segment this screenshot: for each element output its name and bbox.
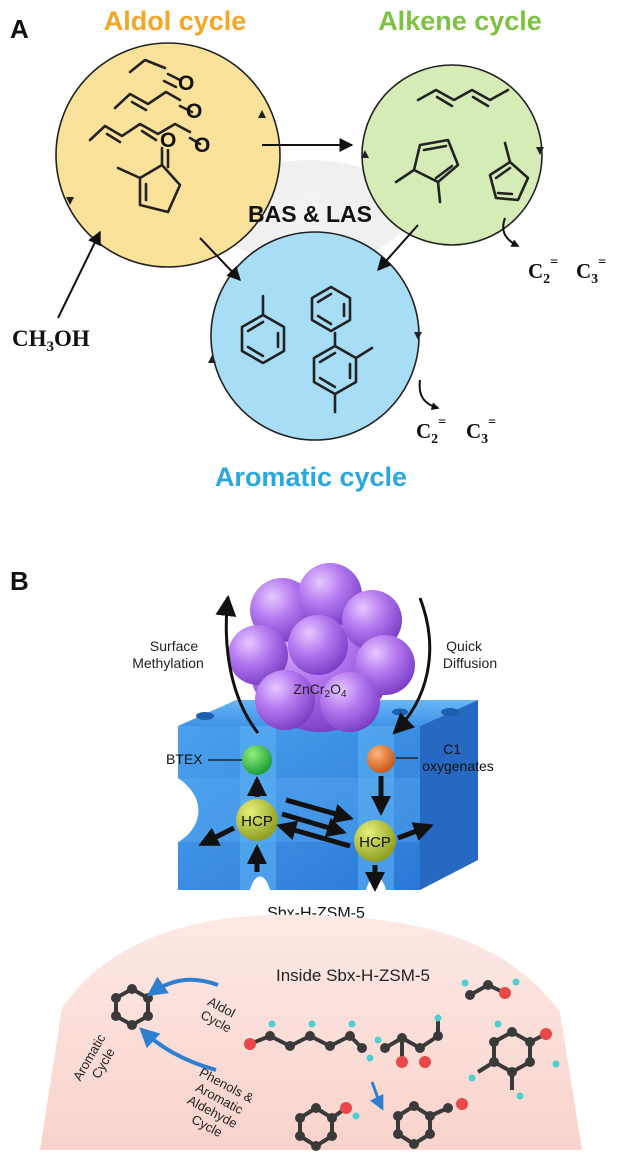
svg-text:O: O: [160, 129, 176, 152]
methanol-label: CH3OH: [12, 326, 90, 355]
hcp-label-left: HCP: [241, 813, 273, 830]
svg-text:O: O: [186, 100, 202, 123]
surface-methylation-arrow: [215, 594, 260, 734]
alkene-products: C2= C3=: [528, 255, 606, 287]
svg-text:O: O: [194, 134, 210, 157]
crotonaldehyde-molecule: O: [113, 90, 202, 123]
methanol-feed-arrow: [57, 230, 101, 319]
zncr2o4-particle: [228, 563, 415, 732]
aldol-circulation-arrow: [258, 110, 266, 118]
phenols-cycle-label: Phenols & Aromatic Aldehyde Cycle: [176, 1065, 260, 1148]
c1-oxygenates-label: C1 oxygenates: [422, 741, 494, 774]
aldol-to-aromatic-arrow: [146, 976, 219, 997]
hexadienal-molecule: O: [88, 122, 210, 157]
alkene-cycle-title: Alkene cycle: [378, 6, 542, 36]
methylcyclopentadiene-molecule: [488, 141, 530, 202]
hcp-left-to-right-arrow: [281, 811, 347, 838]
trimethylbenzene-molecule: [312, 331, 374, 414]
aldol-circulation-arrow: [66, 197, 74, 205]
btex-ball: [242, 745, 272, 775]
alkene-cycle-circle: [361, 64, 543, 246]
svg-text:C3=: C3=: [576, 255, 606, 287]
aromatic-circulation-arrow: [208, 355, 216, 363]
methylated-aromatic-molecule: [468, 1020, 560, 1100]
quick-diffusion-label: Quick Diffusion: [443, 638, 497, 671]
acetyl-molecule: [461, 978, 520, 1000]
aromatic-ring-molecule: [111, 984, 153, 1030]
phenol-molecule: [295, 1102, 360, 1151]
alkene-circulation-arrow: [536, 147, 544, 155]
benzene-molecule: [310, 285, 352, 333]
alkene-to-aromatic-arrow: [377, 224, 419, 272]
hcp-label-right: HCP: [359, 834, 391, 851]
phenols-to-aromatic-arrow: [139, 1027, 217, 1072]
zncr2o4-label: ZnCr2O4: [293, 681, 347, 700]
ketone-aldehyde-molecule: [374, 1014, 443, 1068]
svg-text:O: O: [178, 72, 194, 95]
svg-text:C3=: C3=: [466, 415, 496, 447]
btex-label: BTEX: [166, 751, 203, 767]
hexadiene-molecule: [416, 88, 510, 108]
inside-zeolite-title: Inside Sbx-H-ZSM-5: [276, 966, 430, 985]
cyclopentenone-molecule: O: [116, 129, 182, 214]
hcp-upper-exchange-arrow: [285, 797, 354, 824]
aromatic-cycle-title: Aromatic cycle: [215, 462, 407, 492]
dimethylcyclopentadiene-molecule: [394, 138, 460, 204]
aldol-cycle-title: Aldol cycle: [104, 6, 247, 36]
toluene-molecule: [240, 294, 286, 365]
benzaldehyde-molecule: [393, 1098, 468, 1149]
conversion-arrow: [369, 1081, 384, 1111]
hcp-right-outflow-arrow: [397, 822, 434, 841]
aromatic-products: C2= C3=: [416, 415, 496, 447]
aromatic-circulation-arrow: [414, 332, 422, 340]
hcp-ball-left: [236, 799, 278, 841]
c1-oxygenates-ball: [367, 745, 395, 773]
hcp-right-to-left-arrow: [276, 820, 351, 849]
dienal-chain-molecule: [244, 1020, 374, 1062]
aldol-to-aromatic-arrow: [199, 237, 241, 282]
quick-diffusion-arrow: [392, 597, 432, 735]
alkene-product-arrow: [502, 217, 520, 247]
svg-text:C2=: C2=: [528, 255, 558, 287]
panel-b-label: B: [10, 566, 29, 596]
panel-a-label: A: [10, 14, 29, 44]
alkene-circulation-arrow: [361, 150, 369, 158]
hcp-left-outflow-arrow: [198, 825, 236, 847]
surface-methylation-label: Surface Methylation: [132, 638, 204, 671]
bas-las-label: BAS & LAS: [248, 201, 372, 227]
hcp-ball-right: [354, 820, 396, 862]
acetaldehyde-molecule: O: [128, 58, 194, 95]
svg-text:C2=: C2=: [416, 415, 446, 447]
aromatic-product-arrow: [418, 379, 440, 411]
